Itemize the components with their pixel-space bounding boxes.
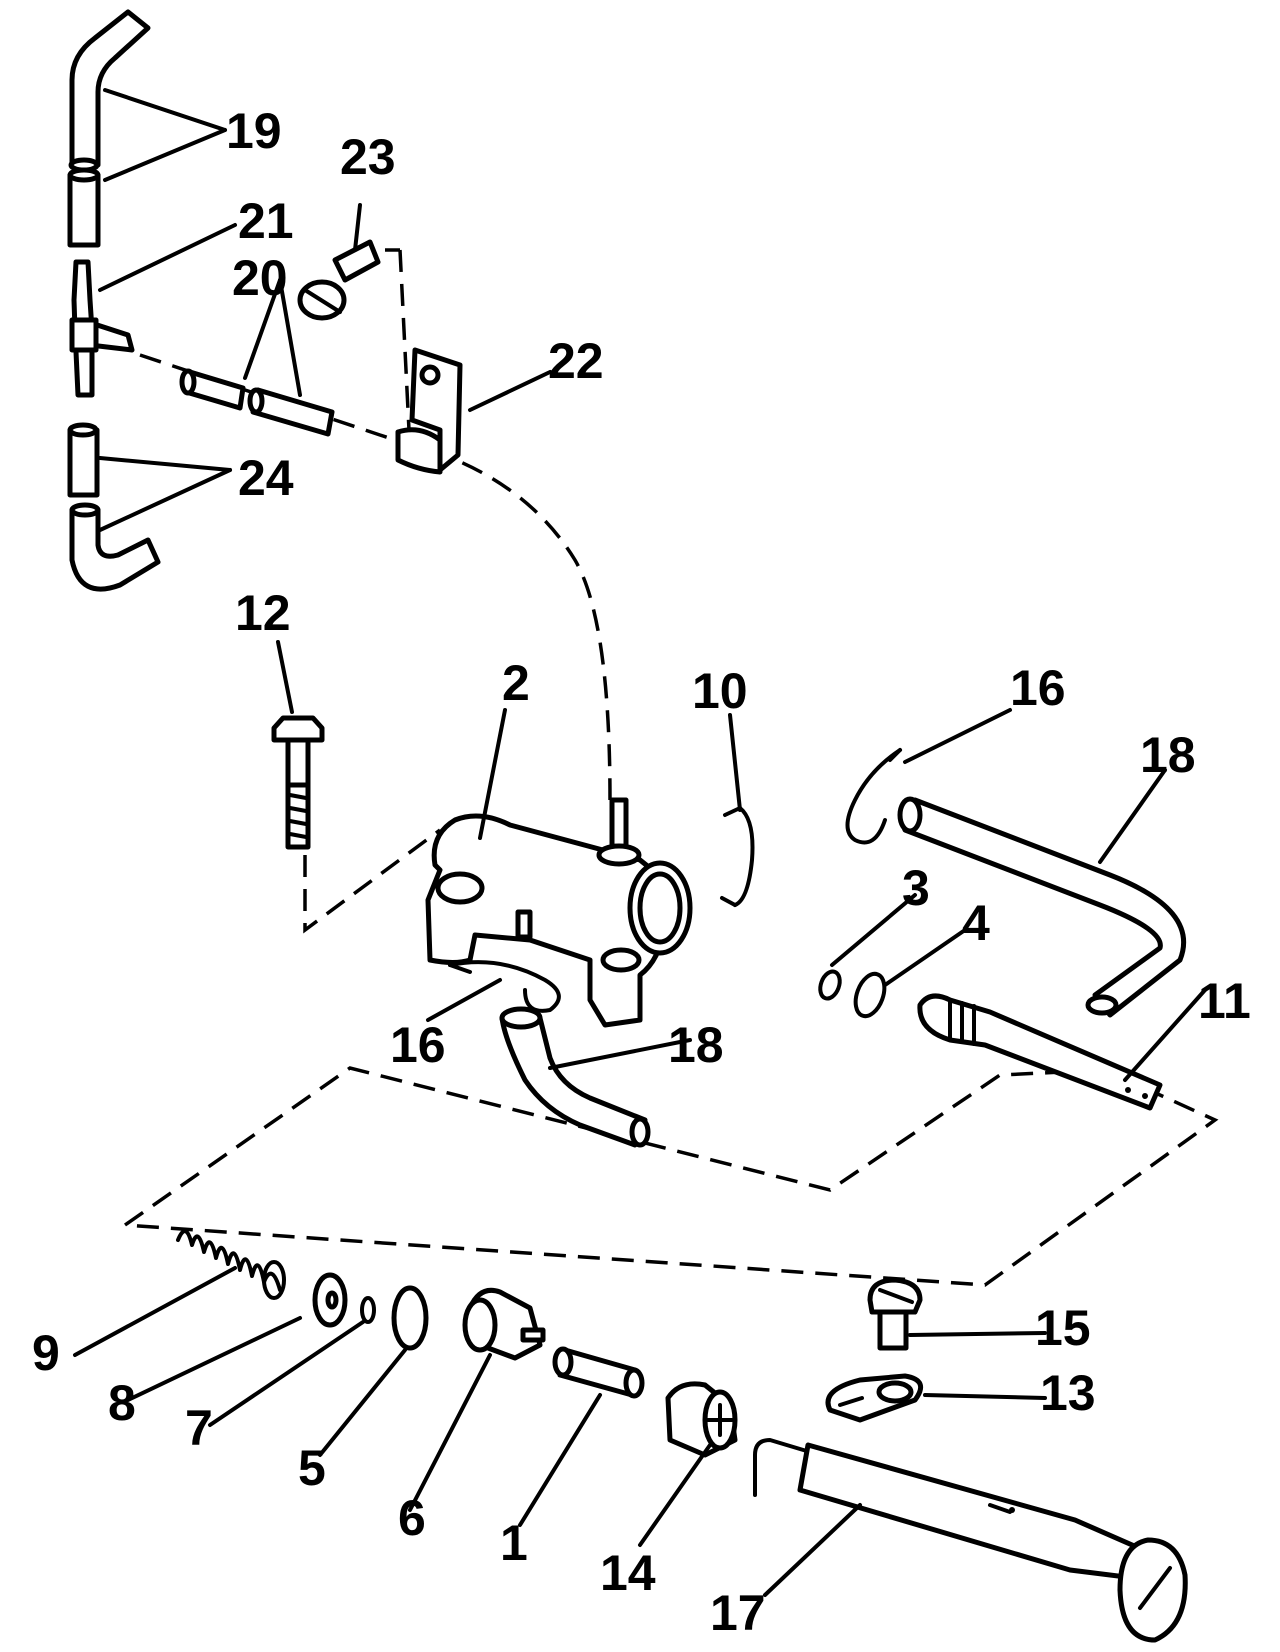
part-2-valve-body [425,797,693,1028]
callout-7: 7 [185,1400,213,1456]
callout-6: 6 [398,1490,426,1546]
callout-labels: 19 23 21 20 22 24 12 2 10 16 18 3 4 11 1… [32,103,1251,1641]
callout-16-lower: 16 [390,1017,446,1073]
callout-8: 8 [108,1375,136,1431]
callout-14: 14 [600,1545,656,1601]
part-9-spring [176,1229,286,1300]
part-7-o-ring [360,1296,376,1324]
callout-23: 23 [340,129,396,185]
callout-5: 5 [298,1440,326,1496]
callout-17: 17 [710,1585,766,1641]
callout-21: 21 [238,193,294,249]
callout-11: 11 [1198,973,1251,1029]
part-16-spring-clip-upper [845,748,902,845]
part-21-tee-fitting [69,259,135,398]
part-3-o-ring [818,969,842,1001]
part-20-hose-sleeves [179,368,335,437]
part-13-link-plate [825,1373,924,1423]
callout-22: 22 [548,333,604,389]
part-10-clip [720,806,755,907]
callout-13: 13 [1040,1365,1096,1421]
part-14-plug [665,1381,738,1458]
leader-lines [73,88,1207,1597]
callout-24: 24 [238,450,294,506]
callout-18-upper: 18 [1140,727,1196,783]
callout-15: 15 [1035,1300,1091,1356]
part-15-screw [867,1277,923,1351]
part-8-washer [312,1272,348,1328]
callout-16-upper: 16 [1010,660,1066,716]
callout-12: 12 [235,585,291,641]
part-18-hose-lower [499,1006,651,1148]
callout-4: 4 [962,895,990,951]
callout-3: 3 [902,860,930,916]
callout-2: 2 [502,655,530,711]
callout-18-lower: 18 [668,1017,724,1073]
part-22-clamp [395,347,463,475]
callout-1: 1 [500,1515,528,1571]
part-11-shaft [917,993,1163,1111]
part-18-hose-upper [897,796,1187,1018]
part-17-lever [753,1438,1188,1643]
part-5-o-ring [391,1285,429,1351]
part-16-spring-clip-lower [448,960,561,1013]
part-6-retainer [462,1287,546,1361]
callout-20: 20 [232,250,288,306]
part-12-bolt [271,715,325,850]
callout-9: 9 [32,1325,60,1381]
part-4-o-ring [853,971,887,1019]
callout-10: 10 [692,663,748,719]
part-24-lower-hose [67,422,161,592]
part-1-piston [552,1346,645,1399]
part-19-upper-hose [67,9,151,248]
part-23-screw [297,239,381,321]
callout-19: 19 [226,103,282,159]
